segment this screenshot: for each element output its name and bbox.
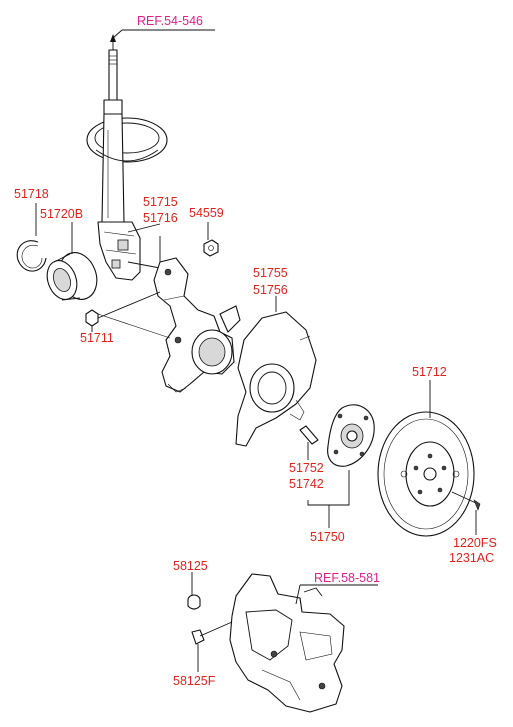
part-label-51716[interactable]: 51716 [143, 211, 178, 225]
snap-ring [16, 240, 47, 272]
wheel-bearing [46, 252, 98, 301]
part-label-51712[interactable]: 51712 [412, 365, 447, 379]
part-label-54559[interactable]: 54559 [189, 206, 224, 220]
part-label-51711[interactable]: 51711 [80, 331, 114, 345]
part-label-51718[interactable]: 51718 [14, 187, 49, 201]
hex-nut [203, 239, 219, 257]
hub-bolt [299, 425, 319, 445]
steering-knuckle [153, 257, 241, 393]
part-label-58125f[interactable]: 58125F [173, 674, 216, 688]
part-label-51752[interactable]: 51752 [289, 461, 324, 475]
part-label-51720b[interactable]: 51720B [40, 207, 83, 221]
part-label-1220fs[interactable]: 1220FS [453, 536, 497, 550]
part-label-51750[interactable]: 51750 [310, 530, 345, 544]
bleeder-screw [191, 621, 233, 645]
brake-caliper [229, 573, 345, 713]
wheel-hub [327, 404, 375, 467]
knuckle-bolt [85, 291, 171, 339]
part-label-1231ac[interactable]: 1231AC [449, 551, 494, 565]
brake-disc [377, 411, 481, 537]
ref-label-54-546[interactable]: REF.54-546 [137, 14, 203, 28]
part-label-51756[interactable]: 51756 [253, 283, 288, 297]
dust-cover [235, 311, 317, 447]
part-label-51755[interactable]: 51755 [253, 266, 288, 280]
strut-assembly [86, 29, 168, 281]
part-label-58125[interactable]: 58125 [173, 559, 208, 573]
caliper-cap [187, 594, 201, 610]
part-label-51715[interactable]: 51715 [143, 195, 178, 209]
ref-label-58-581[interactable]: REF.58-581 [314, 571, 380, 585]
leader-lines [35, 29, 477, 672]
part-label-51742[interactable]: 51742 [289, 477, 324, 491]
